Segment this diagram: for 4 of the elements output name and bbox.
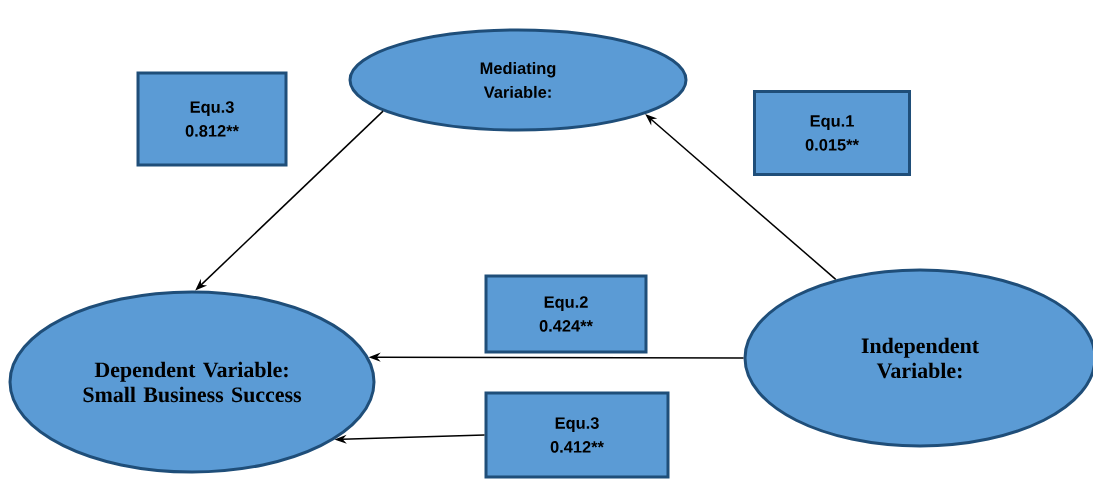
coefficient-box: Equ.1 0.015** — [753, 90, 911, 176]
coefficient-box: Equ.3 0.812** — [136, 71, 288, 167]
coefficient-box: Equ.3 0.412** — [484, 391, 670, 479]
coefficient-box: Equ.2 0.424** — [484, 274, 648, 354]
